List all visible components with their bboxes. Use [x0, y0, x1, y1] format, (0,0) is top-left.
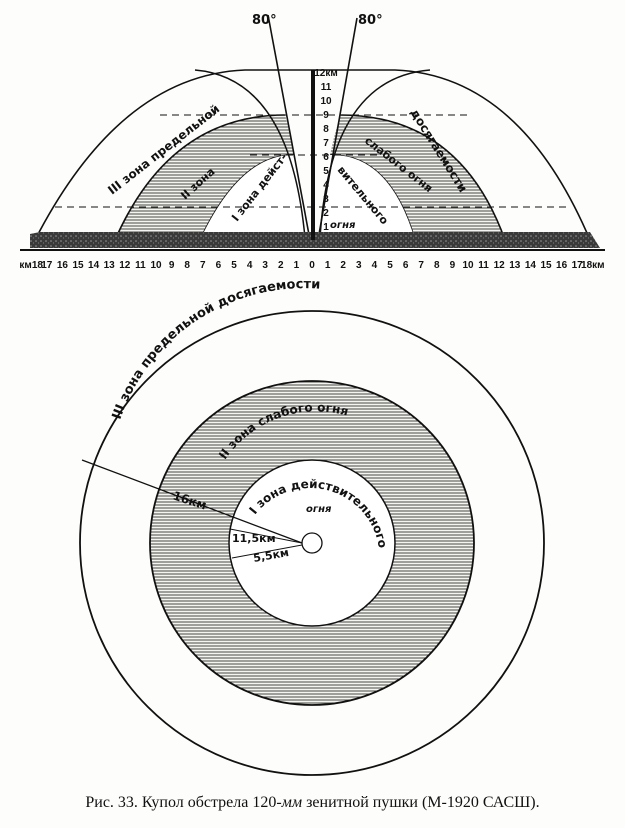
- range-tick-label: 9: [169, 260, 175, 271]
- range-tick-label: 16: [57, 260, 69, 271]
- range-tick-label: 7: [418, 260, 424, 271]
- range-tick-label: 18км: [581, 260, 605, 271]
- height-tick-label: 11: [321, 82, 332, 93]
- range-tick-label: 8: [434, 260, 440, 271]
- height-tick-label: 6: [323, 152, 329, 163]
- range-tick-label: 13: [509, 260, 521, 271]
- range-tick-label: 12: [494, 260, 506, 271]
- range-tick-label: 14: [88, 260, 100, 271]
- radius-middle: [229, 528, 303, 544]
- radius-outer: [81, 459, 303, 544]
- range-tick-label: 1: [325, 260, 331, 271]
- range-tick-label: км18: [19, 260, 43, 271]
- range-tick-label: 10: [462, 260, 474, 271]
- range-tick-label: 5: [231, 260, 237, 271]
- range-tick-label: 7: [200, 260, 206, 271]
- height-tick-label: 3: [323, 194, 329, 205]
- caption-text: Рис. 33. Купол обстрела 120-: [85, 794, 282, 811]
- range-tick-label: 6: [403, 260, 409, 271]
- range-tick-label: 10: [150, 260, 162, 271]
- cusp-left: [194, 69, 306, 239]
- range-tick-label: 17: [572, 260, 584, 271]
- range-tick-label: 15: [540, 260, 552, 271]
- range-tick-label: 4: [247, 260, 253, 271]
- range-tick-label: 17: [41, 260, 53, 271]
- range-tick-label: 14: [525, 260, 537, 271]
- height-tick-label: 2: [323, 208, 329, 219]
- angle-label-right: 80°: [358, 13, 383, 28]
- radius-inner-label: 5,5км: [252, 546, 290, 565]
- range-tick-label: 15: [72, 260, 84, 271]
- figure-caption: Рис. 33. Купол обстрела 120-мм зенитной …: [0, 794, 625, 812]
- height-scale-bar: [311, 70, 315, 240]
- range-tick-label: 13: [104, 260, 116, 271]
- range-tick-label: 5: [387, 260, 393, 271]
- height-tick-label: 12км: [314, 68, 338, 79]
- caption-text-end: зенитной пушки (М-1920 САСШ).: [302, 794, 540, 811]
- range-tick-label: 1: [294, 260, 300, 271]
- range-tick-label: 9: [450, 260, 456, 271]
- caption-unit: мм: [281, 794, 303, 811]
- range-tick-label: 11: [478, 260, 489, 271]
- zone1-label-center: огня: [330, 220, 356, 231]
- angle-label-left: 80°: [252, 13, 277, 28]
- height-tick-label: 10: [320, 96, 332, 107]
- range-tick-label: 4: [372, 260, 378, 271]
- elevation-line-left: [267, 14, 311, 241]
- range-tick-label: 3: [262, 260, 268, 271]
- height-tick-label: 4: [323, 180, 329, 191]
- range-tick-label: 12: [119, 260, 131, 271]
- range-tick-label: 6: [216, 260, 222, 271]
- range-tick-label: 2: [340, 260, 346, 271]
- height-tick-label: 1: [323, 222, 329, 233]
- height-scale: 12км 11 10 9 8 7 6 5 4 3 2 1: [314, 68, 338, 233]
- radius-middle-label: 11,5км: [232, 532, 276, 545]
- radius-inner: [231, 544, 303, 559]
- zone3-boundary: [34, 69, 591, 241]
- plan-view: 16км 11,5км 5,5км III зона предельной до…: [79, 277, 545, 776]
- range-tick-label: 3: [356, 260, 362, 271]
- gun-position: [301, 532, 323, 554]
- range-tick-label: 8: [184, 260, 190, 271]
- height-tick-label: 8: [323, 124, 329, 135]
- height-tick-label: 5: [323, 166, 329, 177]
- height-tick-label: 7: [323, 138, 329, 149]
- cusp-right: [319, 69, 431, 239]
- range-tick-label: 0: [309, 260, 315, 271]
- range-tick-label: 11: [135, 260, 146, 271]
- elevation-line-right: [317, 17, 358, 241]
- zone1-plan-label-b: огня: [306, 504, 332, 515]
- range-tick-label: 16: [556, 260, 568, 271]
- height-tick-label: 9: [323, 110, 329, 121]
- range-tick-label: 2: [278, 260, 284, 271]
